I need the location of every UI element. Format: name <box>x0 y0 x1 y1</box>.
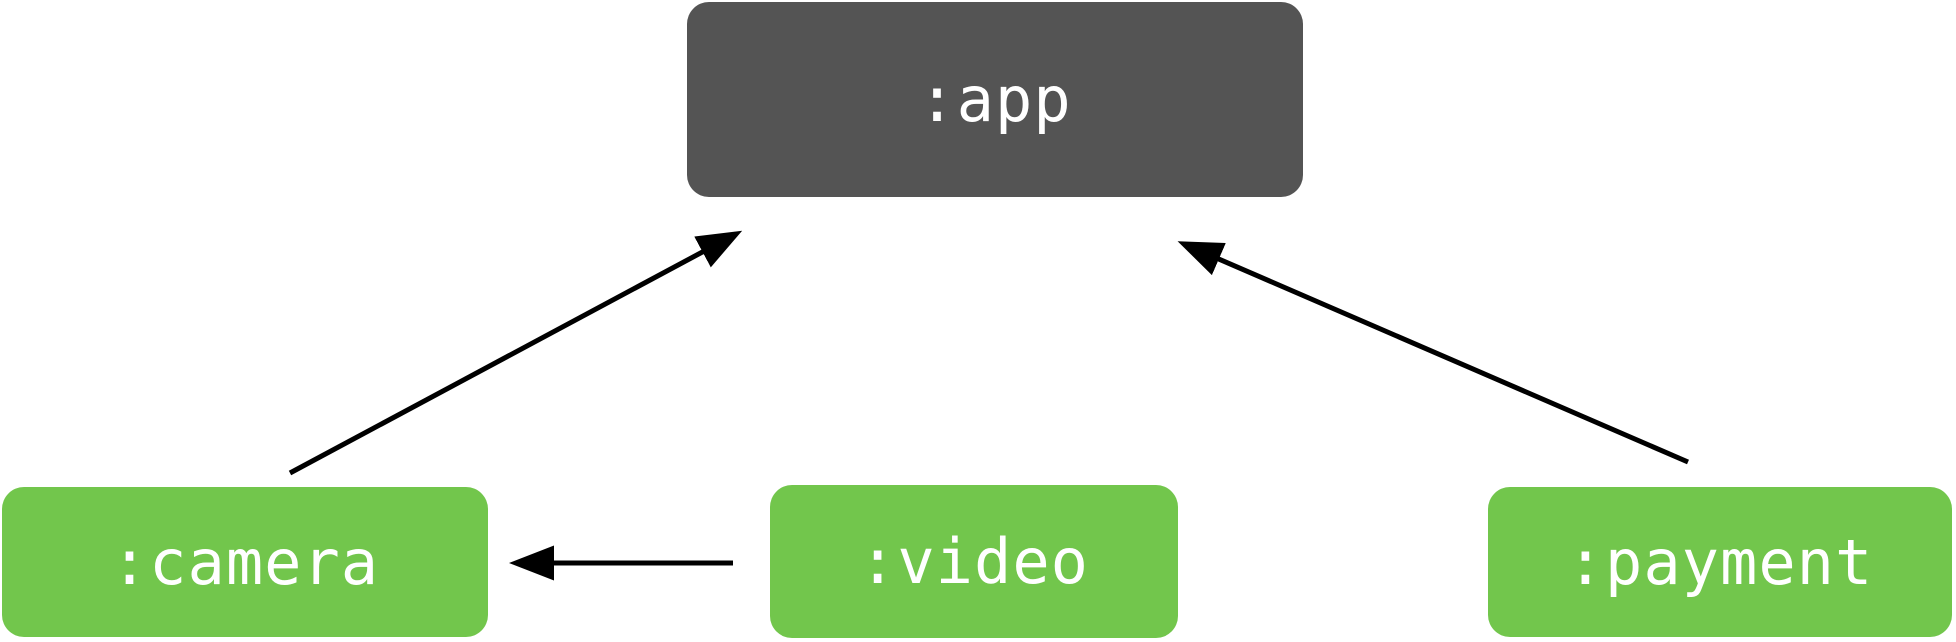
node-payment: :payment <box>1488 487 1952 637</box>
node-payment-label: :payment <box>1566 525 1874 599</box>
edge-payment-to-app-arrow <box>1177 241 1689 465</box>
node-camera: :camera <box>2 487 488 637</box>
node-app-label: :app <box>918 63 1072 136</box>
edge-camera-to-app-arrow <box>288 230 743 476</box>
node-video: :video <box>770 485 1178 638</box>
node-video-label: :video <box>859 525 1089 598</box>
node-app: :app <box>687 2 1303 197</box>
node-camera-label: :camera <box>110 525 380 599</box>
